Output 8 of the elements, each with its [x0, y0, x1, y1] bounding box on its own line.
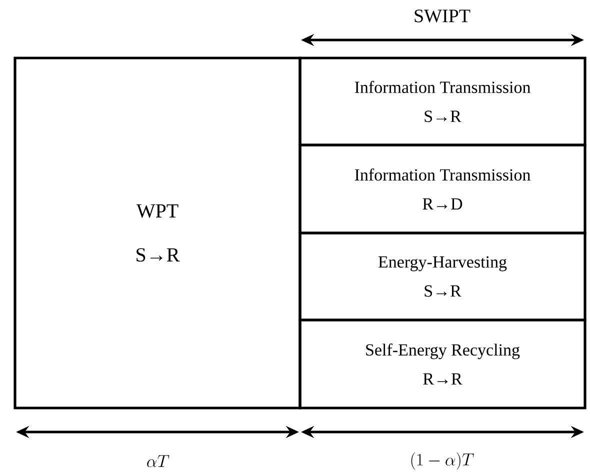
text-box: WPT S→R — [14, 56, 302, 410]
dimension-label: SWIPT — [414, 10, 470, 22]
dimension-label: $(1-\alpha)T$ — [411, 452, 474, 470]
dimension-label: $\alpha T$ — [147, 455, 170, 468]
text-box: Information Transmission S→R — [298, 56, 586, 146]
text-box: Self-Energy Recycling R→R — [298, 318, 586, 410]
text-box: Information Transmission R→D — [298, 144, 586, 234]
text-box: Energy-Harvesting S→R — [298, 232, 586, 322]
